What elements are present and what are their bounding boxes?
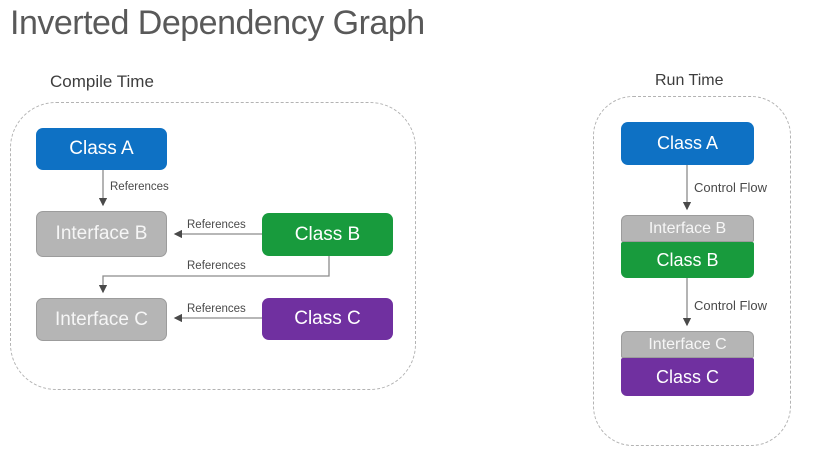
node-runtime-interface-b: Interface B (621, 215, 754, 242)
run-time-section-label: Run Time (655, 72, 724, 89)
node-compile-interface-b: Interface B (36, 211, 167, 257)
compile-time-section-label: Compile Time (50, 72, 154, 91)
run-time-panel (593, 96, 791, 446)
node-compile-class-c: Class C (262, 298, 393, 340)
node-compile-class-b: Class B (262, 213, 393, 256)
node-runtime-class-c: Class C (621, 358, 754, 396)
node-compile-class-a: Class A (36, 128, 167, 170)
edge-label-classb-interfaceb: References (187, 219, 246, 231)
page-title: Inverted Dependency Graph (10, 4, 425, 42)
node-compile-interface-c: Interface C (36, 298, 167, 341)
edge-label-classb-interfacec: References (187, 260, 246, 272)
compile-time-panel (10, 102, 416, 390)
edge-label-classc-interfacec: References (187, 303, 246, 315)
edge-label-controlflow-2: Control Flow (694, 298, 767, 313)
node-runtime-class-a: Class A (621, 122, 754, 165)
node-runtime-interface-c: Interface C (621, 331, 754, 358)
edge-label-controlflow-1: Control Flow (694, 180, 767, 195)
edge-label-classa-interfaceb: References (110, 181, 169, 193)
node-runtime-class-b: Class B (621, 242, 754, 278)
